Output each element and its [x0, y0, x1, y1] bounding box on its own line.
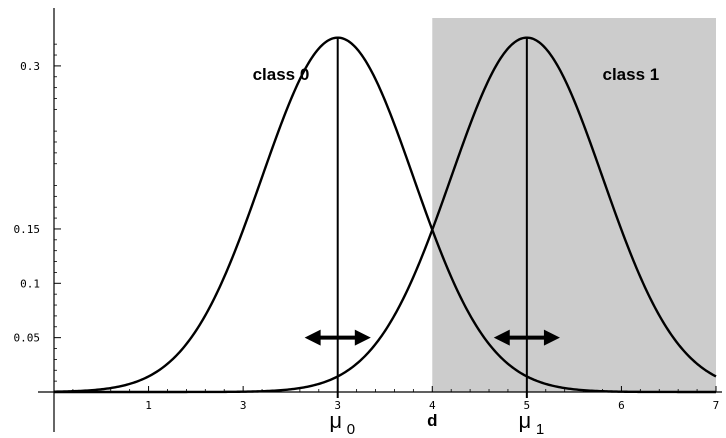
spread-arrow-1 — [493, 329, 560, 346]
x-tick-label-0: 1 — [145, 399, 152, 412]
y-tick-label-1: 0.1 — [20, 277, 40, 290]
series-label-class-1: class 1 — [603, 65, 660, 84]
x-tick-label-6: 7 — [713, 399, 720, 412]
mu-subscript: 1 — [536, 421, 544, 438]
spread-arrow-0 — [304, 329, 371, 346]
series-label-class-0: class 0 — [253, 65, 310, 84]
x-tick-label-3: 4 — [429, 399, 436, 412]
x-tick-label-5: 6 — [618, 399, 625, 412]
mu-symbol: μ — [329, 408, 342, 433]
series-curve-class-0 — [53, 36, 716, 394]
y-tick-label-0: 0.05 — [14, 332, 41, 345]
y-tick-label-2: 0.15 — [14, 223, 41, 236]
mu-symbol: μ — [519, 408, 532, 433]
mu-subscript: 0 — [347, 421, 355, 438]
x-tick-label-4: 5 — [524, 399, 531, 412]
spread-arrows — [304, 329, 560, 346]
x-ticks: 1 3 3 4 5 6 7 — [72, 386, 720, 412]
y-ticks: 0.05 0.1 0.15 0.3 — [14, 43, 61, 382]
threshold-label: d — [427, 411, 437, 430]
x-tick-label-2: 3 — [334, 399, 341, 412]
x-tick-label-1: 3 — [240, 399, 247, 412]
y-tick-label-3: 0.3 — [20, 60, 40, 73]
